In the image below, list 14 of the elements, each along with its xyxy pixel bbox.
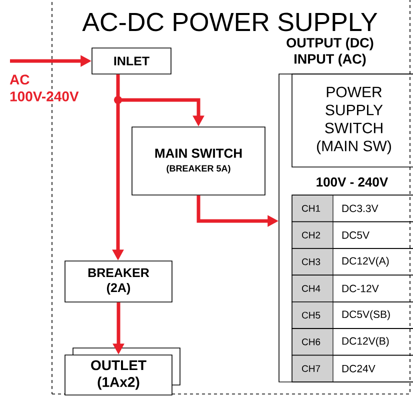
channel-row: CH4 DC-12V (292, 274, 413, 302)
channel-row: CH5 DC5V(SB) (292, 301, 413, 329)
source-label: AC 100V-240V (10, 74, 79, 102)
channel-row: CH7 DC24V (292, 354, 413, 382)
block-box: MAIN SWITCH (BREAKER 5A) (132, 126, 266, 196)
block-box: INLET (92, 48, 172, 74)
channel-row: CH3 DC12V(A) (292, 248, 413, 276)
block-box: BREAKER (2A) (64, 260, 172, 302)
channel-row: CH6 DC12V(B) (292, 328, 413, 356)
node-label: OUTPUT (DC) INPUT (AC) (286, 38, 374, 66)
channel-row: CH2 DC5V (292, 221, 413, 249)
stacked-box: OUTLET (1Ax2) (64, 348, 180, 396)
switch-box: POWER SUPPLY SWITCH (MAIN SW) (292, 74, 413, 168)
channel-row: CH1 DC3.3V (292, 194, 413, 222)
